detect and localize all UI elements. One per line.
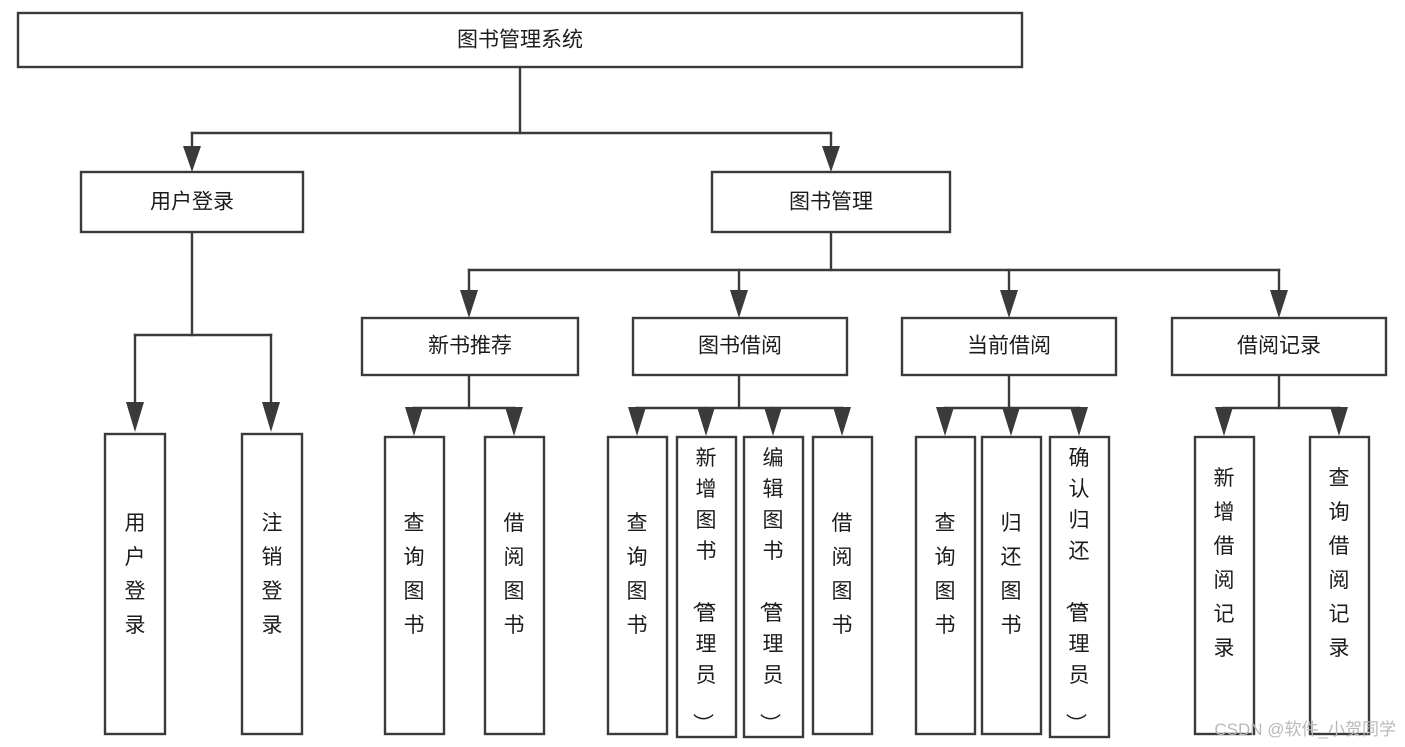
- node-borrow-record-label: 借阅记录: [1237, 335, 1321, 358]
- node-leaf-confirm-return[interactable]: 确认归还（管理员）: [1048, 435, 1111, 739]
- arrow-to-leaf-return-book: [1002, 407, 1020, 436]
- node-leaf-borrow-book-b[interactable]: 借阅图书: [811, 435, 874, 736]
- node-current-borrow[interactable]: 当前借阅: [900, 316, 1118, 377]
- node-leaf-query-book-b-label: 查询图书: [627, 512, 648, 637]
- arrow-to-borrow-record: [1270, 290, 1288, 318]
- arrow-to-leaf-add-record: [1215, 407, 1233, 436]
- node-leaf-borrow-book-a-box[interactable]: [483, 435, 546, 736]
- node-leaf-query-record-box[interactable]: [1308, 435, 1371, 736]
- node-user-login[interactable]: 用户登录: [79, 170, 305, 234]
- node-borrow-record[interactable]: 借阅记录: [1170, 316, 1388, 377]
- node-leaf-query-book-c[interactable]: 查询图书: [914, 435, 977, 736]
- arrow-to-leaf-add-book: [697, 407, 715, 436]
- node-leaf-query-book-a-box[interactable]: [383, 435, 446, 736]
- node-root-box[interactable]: [16, 11, 1024, 69]
- node-leaf-user-login[interactable]: 用户登录: [103, 432, 167, 736]
- node-root[interactable]: 图书管理系统: [16, 11, 1024, 69]
- node-leaf-add-record-label: 新增借阅记录: [1214, 467, 1235, 660]
- arrow-to-user-login: [183, 146, 201, 172]
- node-leaf-user-login-label: 用户登录: [125, 512, 146, 637]
- arrow-to-leaf-borrow-book-b: [833, 407, 851, 436]
- node-new-book-rec[interactable]: 新书推荐: [360, 316, 580, 377]
- node-leaf-add-record-box[interactable]: [1193, 435, 1256, 736]
- node-leaf-query-book-c-box[interactable]: [914, 435, 977, 736]
- arrow-to-leaf-query-book-a: [405, 407, 423, 436]
- node-leaf-query-book-b-box[interactable]: [606, 435, 669, 736]
- node-leaf-logout-label: 注销登录: [262, 512, 283, 637]
- node-current-borrow-box[interactable]: [900, 316, 1118, 377]
- arrow-to-new-book-rec: [460, 290, 478, 318]
- arrow-to-leaf-user-login: [126, 402, 144, 432]
- arrow-to-leaf-confirm-return: [1070, 407, 1088, 436]
- node-leaf-edit-book[interactable]: 编辑图书（管理员）: [742, 435, 805, 739]
- node-book-borrow-label: 图书借阅: [698, 335, 782, 358]
- arrow-to-leaf-query-book-c: [936, 407, 954, 436]
- node-leaf-user-login-box[interactable]: [103, 432, 167, 736]
- node-leaf-borrow-book-b-label: 借阅图书: [832, 512, 853, 637]
- node-leaf-query-book-a-label: 查询图书: [404, 512, 425, 637]
- node-book-manage-label: 图书管理: [789, 191, 873, 214]
- arrow-to-current-borrow: [1000, 290, 1018, 318]
- node-leaf-borrow-book-a[interactable]: 借阅图书: [483, 435, 546, 736]
- node-leaf-query-record[interactable]: 查询借阅记录: [1308, 435, 1371, 736]
- node-leaf-logout[interactable]: 注销登录: [240, 432, 304, 736]
- node-leaf-add-book[interactable]: 新增图书（管理员）: [675, 435, 738, 739]
- node-leaf-add-record[interactable]: 新增借阅记录: [1193, 435, 1256, 736]
- arrow-to-leaf-edit-book: [764, 407, 782, 436]
- node-root-label: 图书管理系统: [457, 29, 583, 52]
- node-leaf-query-book-a[interactable]: 查询图书: [383, 435, 446, 736]
- node-leaf-borrow-book-a-label: 借阅图书: [504, 512, 525, 637]
- node-leaf-return-book[interactable]: 归还图书: [980, 435, 1043, 736]
- node-new-book-rec-box[interactable]: [360, 316, 580, 377]
- node-leaf-return-book-label: 归还图书: [1001, 512, 1022, 637]
- node-leaf-confirm-return-box[interactable]: [1048, 435, 1111, 739]
- node-leaf-return-book-box[interactable]: [980, 435, 1043, 736]
- node-leaf-add-book-box[interactable]: [675, 435, 738, 739]
- node-user-login-box[interactable]: [79, 170, 305, 234]
- node-book-manage[interactable]: 图书管理: [710, 170, 952, 234]
- node-leaf-add-book-label: 新增图书（管理员）: [691, 447, 717, 734]
- arrow-to-leaf-query-record: [1330, 407, 1348, 436]
- arrow-to-leaf-borrow-book-a: [505, 407, 523, 436]
- node-user-login-label: 用户登录: [150, 191, 234, 214]
- node-leaf-query-record-label: 查询借阅记录: [1329, 467, 1350, 660]
- node-leaf-query-book-c-label: 查询图书: [935, 512, 956, 637]
- node-book-manage-box[interactable]: [710, 170, 952, 234]
- arrow-to-book-manage: [822, 146, 840, 172]
- node-leaf-edit-book-label: 编辑图书（管理员）: [758, 447, 784, 734]
- node-current-borrow-label: 当前借阅: [967, 335, 1051, 358]
- node-leaf-borrow-book-b-box[interactable]: [811, 435, 874, 736]
- node-book-borrow-box[interactable]: [631, 316, 849, 377]
- arrow-to-leaf-logout: [262, 402, 280, 432]
- node-book-borrow[interactable]: 图书借阅: [631, 316, 849, 377]
- arrow-to-book-borrow: [730, 290, 748, 318]
- node-leaf-logout-box[interactable]: [240, 432, 304, 736]
- node-new-book-rec-label: 新书推荐: [428, 335, 512, 358]
- node-leaf-query-book-b[interactable]: 查询图书: [606, 435, 669, 736]
- arrow-to-leaf-query-book-b: [628, 407, 646, 436]
- node-leaf-confirm-return-label: 确认归还（管理员）: [1064, 447, 1090, 734]
- node-leaf-edit-book-box[interactable]: [742, 435, 805, 739]
- node-borrow-record-box[interactable]: [1170, 316, 1388, 377]
- connector-layer: [126, 65, 1348, 436]
- csdn-watermark: CSDN @软件_小贺同学: [1214, 720, 1396, 739]
